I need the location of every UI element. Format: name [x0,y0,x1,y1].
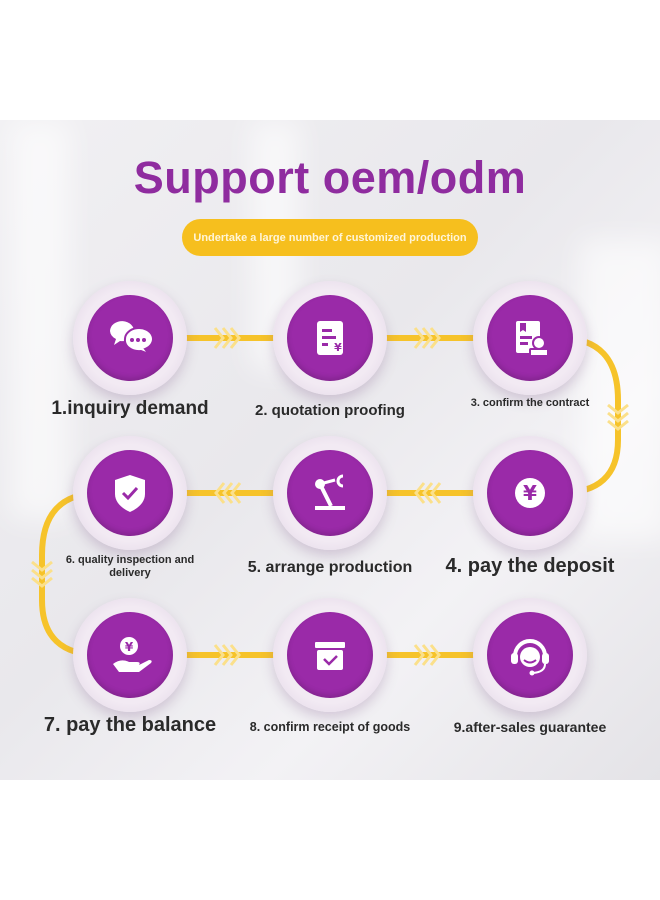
step-1 [73,281,187,395]
step-2-label: 2. quotation proofing [255,402,405,419]
step-2: ¥ [273,281,387,395]
svg-text:¥: ¥ [334,341,342,354]
robot-arm-icon [315,474,345,510]
chevron-right-icon [413,327,441,349]
step-4-label: 4. pay the deposit [445,555,615,577]
step-6 [73,436,187,550]
step-7-label: 7. pay the balance [43,714,217,736]
chevron-right-icon [213,644,241,666]
step-1-label: 1.inquiry demand [51,398,209,419]
step-4: ¥ [473,436,587,550]
page-title: Support oem/odm [133,152,527,203]
chevron-right-icon [213,327,241,349]
chevron-left-icon [214,482,242,504]
step-3-label: 3. confirm the contract [470,397,590,409]
shield-check-icon [115,475,145,512]
yen-coin-icon: ¥ [515,478,545,508]
step-5-label: 5. arrange production [247,559,413,576]
svg-text:¥: ¥ [125,640,134,654]
headset-agent-icon [511,639,549,676]
chevron-down-icon [31,560,53,588]
step-3 [473,281,587,395]
step-8 [273,598,387,712]
contract-stamp-icon [516,321,549,357]
chevron-down-icon [607,403,629,431]
box-check-icon [315,642,345,670]
step-9 [473,598,587,712]
quotation-document-icon: ¥ [317,321,343,355]
hand-coin-icon: ¥ [113,637,152,672]
step-6-label: 6. quality inspection and delivery [65,554,195,579]
step-9-label: 9.after-sales guarantee [453,719,607,735]
subtitle-pill: Undertake a large number of customized p… [182,219,478,256]
step-7: ¥ [73,598,187,712]
step-8-label: 8. confirm receipt of goods [249,720,411,734]
step-5 [273,436,387,550]
chevron-right-icon [413,644,441,666]
svg-text:¥: ¥ [523,481,537,505]
chat-bubbles-icon [110,321,154,357]
chevron-left-icon [414,482,442,504]
